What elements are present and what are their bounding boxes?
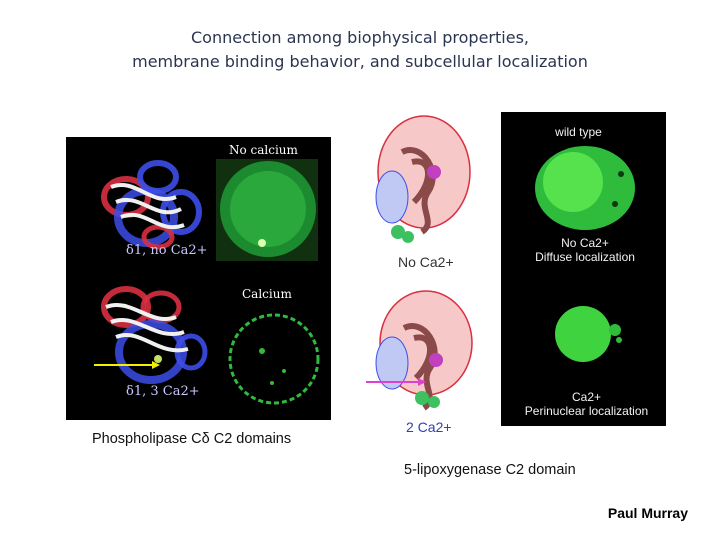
plc-no-calcium-structure-image bbox=[101, 160, 202, 250]
title-line-2: membrane binding behavior, and subcellul… bbox=[132, 52, 588, 71]
plc-caption: Phospholipase Cδ C2 domains bbox=[92, 431, 292, 447]
plc-top-structure-label: δ1, no Ca2+ bbox=[126, 243, 208, 258]
wild-type-label: wild type bbox=[555, 125, 602, 139]
calcium-label: Calcium bbox=[242, 287, 292, 301]
5lo-caption: 5-lipoxygenase C2 domain bbox=[404, 462, 576, 478]
5lo-calcium-line2: Perinuclear localization bbox=[524, 404, 649, 418]
no-calcium-label: No calcium bbox=[229, 143, 298, 157]
5lo-no-calcium-line2: Diffuse localization bbox=[535, 250, 635, 264]
5lo-calcium-caption: Ca2+ Perinuclear localization bbox=[509, 390, 664, 418]
plc-delta-panel: δ1, no Ca2+ No calcium Calcium δ1, 3 Ca2… bbox=[66, 137, 331, 420]
5lo-no-calcium-label: No Ca2+ bbox=[398, 254, 454, 270]
author-name: Paul Murray bbox=[607, 505, 688, 521]
5lo-calcium-cell-image bbox=[541, 292, 631, 372]
plc-calcium-cell-image bbox=[222, 301, 324, 413]
5lo-cell-panel: wild type No Ca2+ Diffuse localization C… bbox=[501, 112, 666, 426]
plc-bottom-structure-label: δ1, 3 Ca2+ bbox=[126, 384, 200, 399]
5lo-no-calcium-line1: No Ca2+ bbox=[561, 236, 609, 250]
plc-calcium-structure-image bbox=[94, 286, 208, 384]
5lo-calcium-label: 2 Ca2+ bbox=[406, 419, 452, 435]
5lo-no-calcium-caption: No Ca2+ Diffuse localization bbox=[515, 236, 655, 264]
5lo-calcium-structure-image bbox=[366, 290, 473, 411]
plc-no-calcium-cell-image bbox=[216, 159, 318, 261]
title-line-1: Connection among biophysical properties, bbox=[191, 28, 529, 47]
slide-title: Connection among biophysical properties,… bbox=[0, 26, 720, 74]
5lo-no-calcium-cell-image bbox=[529, 140, 641, 232]
5lo-calcium-line1: Ca2+ bbox=[571, 390, 602, 404]
5lo-no-calcium-structure-image bbox=[375, 115, 471, 243]
